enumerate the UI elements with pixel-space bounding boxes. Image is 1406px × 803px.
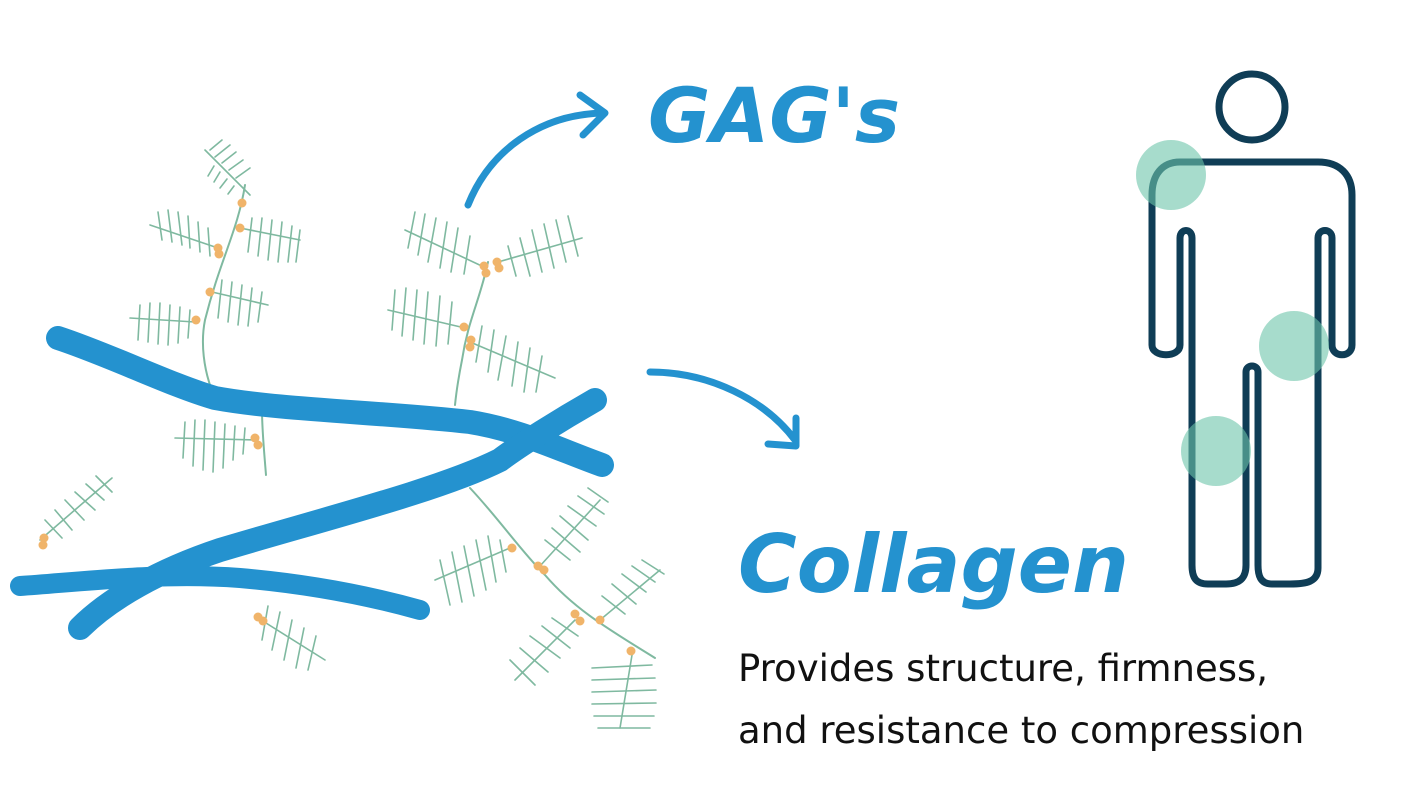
shoulder-highlight <box>1136 140 1206 210</box>
arrow-to-collagen <box>646 368 799 444</box>
head-icon <box>1215 70 1289 144</box>
collagen-fiber-3 <box>10 566 430 620</box>
collagen-label: Collagen <box>738 518 1129 611</box>
body-outline <box>1148 158 1356 588</box>
collagen-fibers <box>10 326 614 640</box>
gag-stem-2 <box>261 409 267 476</box>
human-figure-icon <box>1148 70 1356 588</box>
gag-stem-1 <box>201 184 246 386</box>
arrows <box>464 91 800 450</box>
knee-highlight <box>1181 416 1251 486</box>
description-line-1: Provides structure, firmness, <box>738 647 1269 690</box>
gag-fronds <box>39 139 665 729</box>
arrow-to-gags-head <box>576 91 609 139</box>
collagen-description: Provides structure, firmness, and resist… <box>738 638 1398 762</box>
gag-stem-3 <box>454 261 489 406</box>
gags-label: GAG's <box>648 71 900 160</box>
joint-highlights <box>1136 140 1329 486</box>
hip-highlight <box>1259 311 1329 381</box>
gag-molecules <box>39 139 665 729</box>
arrow-to-collagen-head <box>764 414 800 450</box>
arrow-to-gags <box>464 109 606 209</box>
description-line-2: and resistance to compression <box>738 709 1305 752</box>
gag-stem-4 <box>469 487 656 659</box>
gag-attachment-dots <box>38 198 636 656</box>
